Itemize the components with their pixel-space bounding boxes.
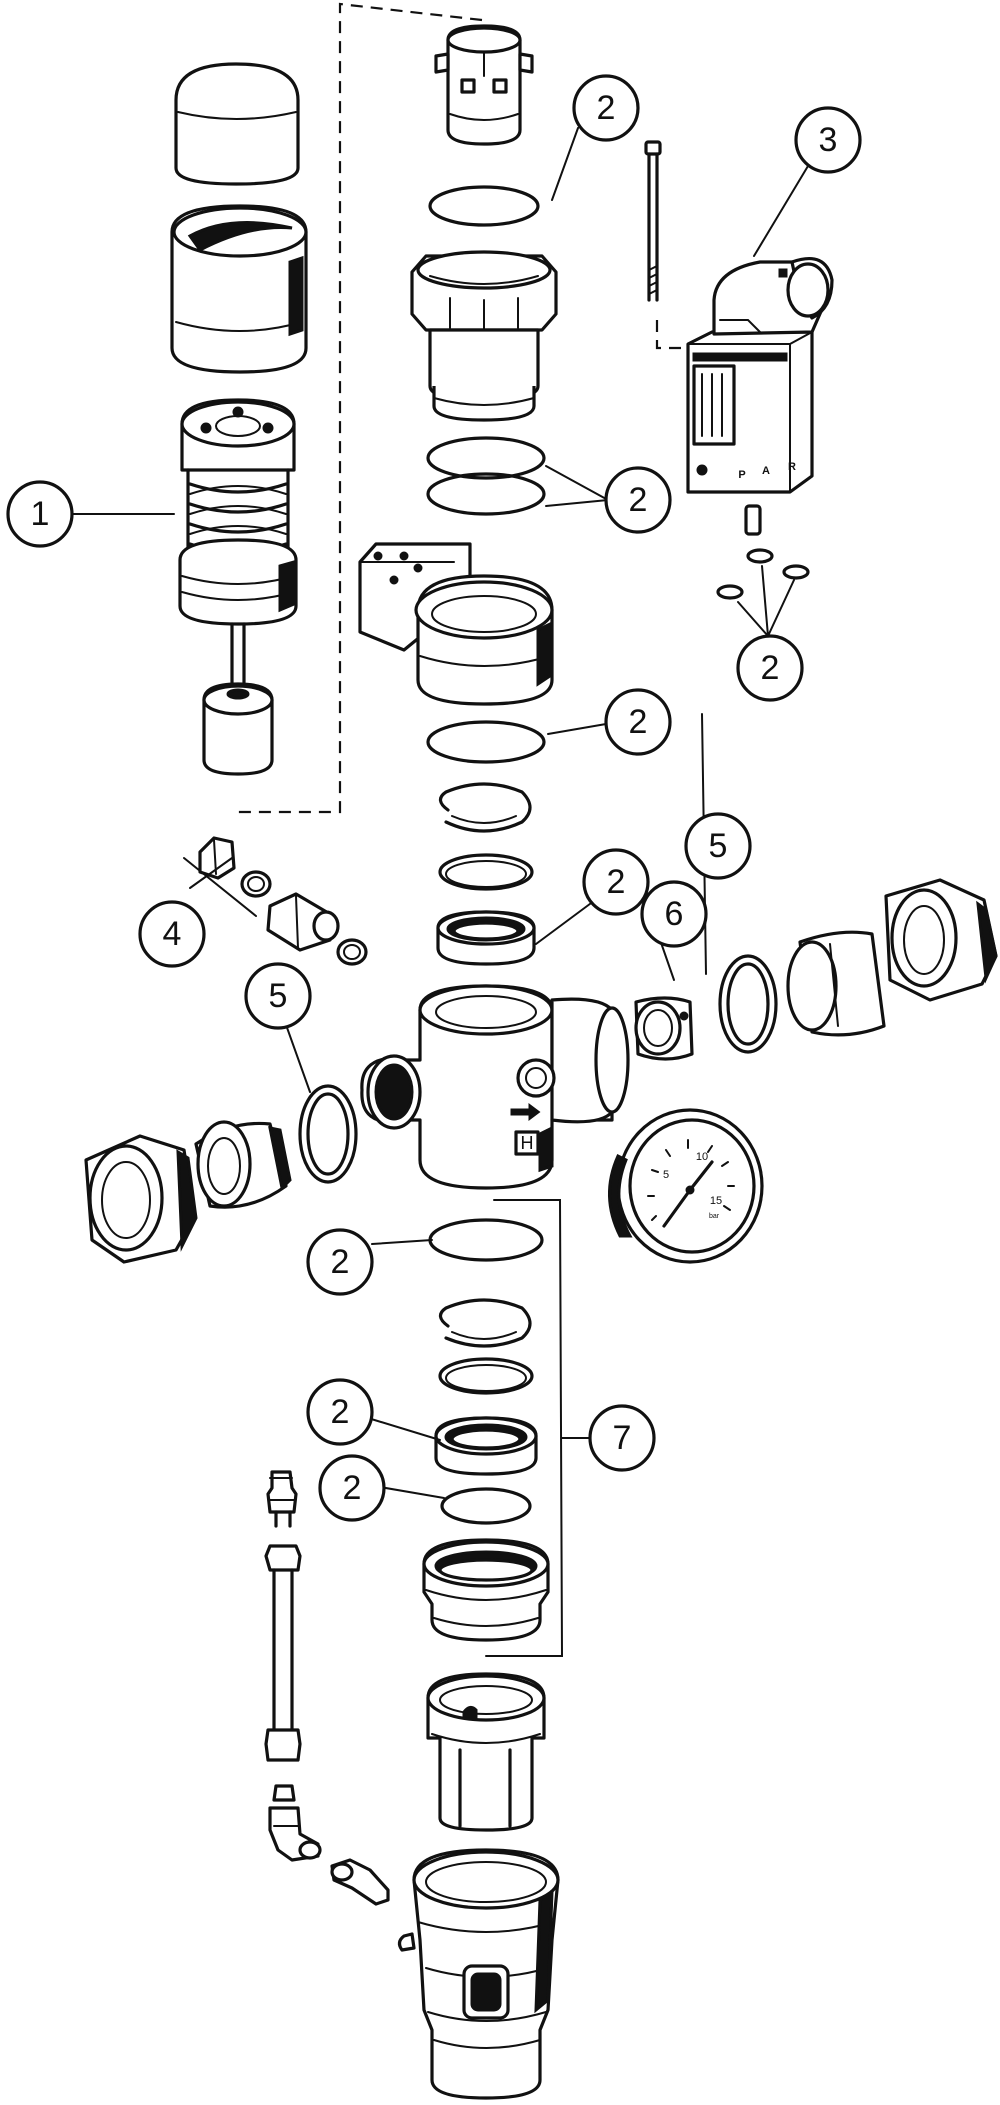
svg-text:2: 2 — [629, 703, 648, 741]
snap-ring — [438, 1298, 532, 1348]
svg-text:2: 2 — [629, 481, 648, 519]
gauge-unit-label: bar — [709, 1213, 720, 1220]
flat-gasket — [718, 954, 778, 1054]
callout-4: 4 — [138, 900, 206, 968]
pressure-port-fitting — [198, 836, 368, 966]
adapter-flange — [358, 542, 554, 706]
gauge-tick-label: 5 — [663, 1169, 669, 1181]
svg-text:2: 2 — [331, 1243, 350, 1281]
support-ring — [438, 1357, 534, 1395]
o-ring — [426, 720, 546, 764]
valve-body: H — [360, 984, 630, 1190]
valve-port-label: R — [788, 461, 796, 473]
cap — [174, 62, 300, 186]
o-ring — [428, 1218, 544, 1262]
union-nut-right — [884, 878, 998, 1002]
svg-text:1: 1 — [31, 495, 50, 533]
callout-2: 2 — [604, 466, 672, 534]
callout-2: 2 — [604, 688, 672, 756]
svg-text:2: 2 — [331, 1393, 350, 1431]
valve-port-label: A — [762, 465, 770, 477]
svg-text:3: 3 — [819, 121, 838, 159]
svg-text:2: 2 — [761, 649, 780, 687]
tailpiece-left — [194, 1120, 292, 1209]
valve-mounting-screw — [644, 140, 662, 302]
o-ring — [426, 472, 546, 516]
callout-2: 2 — [736, 634, 804, 702]
gauge-tick-label: 15 — [710, 1195, 722, 1207]
cartridge-sleeve — [170, 204, 308, 374]
valve-pin — [744, 504, 762, 536]
fitting-group-bracket — [183, 857, 257, 917]
callout-5: 5 — [684, 812, 752, 880]
pressure-gauge: 5 10 15 bar — [608, 1108, 764, 1264]
flat-gasket-inner — [306, 1092, 350, 1176]
svg-text:5: 5 — [269, 977, 288, 1015]
support-ring-inner — [445, 1364, 527, 1392]
callout-6: 6 — [640, 880, 708, 948]
support-ring — [438, 853, 534, 891]
bowl-adapter — [422, 1538, 550, 1642]
o-ring — [426, 436, 546, 480]
o-ring — [440, 1487, 532, 1525]
callout-7: 7 — [588, 1404, 656, 1472]
insert-tube — [434, 24, 534, 146]
flat-gasket — [298, 1084, 358, 1184]
svg-text:4: 4 — [163, 915, 182, 953]
solenoid-valve: P A R — [686, 257, 834, 494]
svg-text:5: 5 — [709, 827, 728, 865]
small-o-ring — [782, 564, 810, 580]
cartridge-assembly-dashed-bracket — [238, 2, 483, 814]
callout-2: 2 — [318, 1454, 386, 1522]
svg-text:2: 2 — [597, 89, 616, 127]
group-bracket-7 — [485, 1199, 564, 1657]
union-nut-left — [84, 1134, 198, 1264]
callout-5: 5 — [244, 962, 312, 1030]
small-o-ring — [746, 548, 774, 564]
insert-sleeve — [634, 996, 694, 1061]
svg-text:2: 2 — [607, 863, 626, 901]
filter-cup — [426, 1672, 546, 1832]
spring-cartridge — [178, 398, 298, 776]
support-ring-inner — [445, 860, 527, 888]
callout-3: 3 — [794, 106, 862, 174]
o-ring — [428, 185, 540, 227]
callout-2: 2 — [306, 1378, 374, 1446]
flush-pipe-assembly — [264, 1470, 390, 1906]
flat-gasket-inner — [726, 962, 770, 1046]
callout-2: 2 — [572, 74, 640, 142]
svg-text:6: 6 — [665, 895, 684, 933]
snap-ring — [438, 782, 532, 833]
upper-housing — [410, 250, 558, 422]
tailpiece-right — [786, 930, 886, 1037]
valve-port-label: P — [738, 469, 745, 481]
seal-ring — [434, 1416, 538, 1476]
filter-bowl — [397, 1848, 560, 2100]
body-mark: H — [521, 1133, 534, 1153]
callout-2: 2 — [306, 1228, 374, 1296]
svg-text:7: 7 — [613, 1419, 632, 1457]
seal-ring — [436, 910, 536, 966]
callout-1: 1 — [6, 480, 74, 548]
svg-text:2: 2 — [343, 1469, 362, 1507]
callout-2: 2 — [582, 848, 650, 916]
gauge-tick-label: 10 — [696, 1151, 708, 1163]
small-o-ring — [716, 584, 744, 600]
